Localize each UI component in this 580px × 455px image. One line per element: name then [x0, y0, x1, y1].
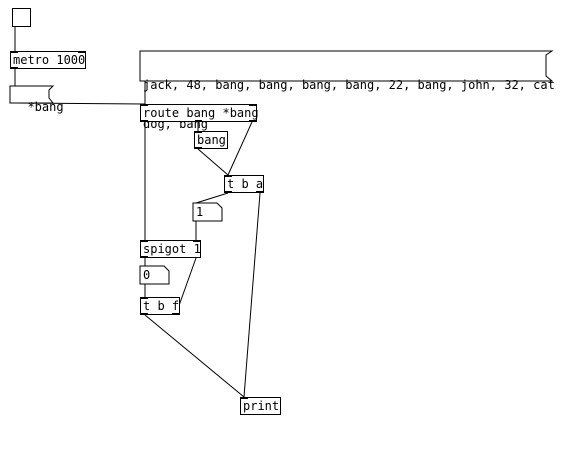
spigot-outlet[interactable]	[141, 256, 148, 258]
trigger-tbf-outlet-left[interactable]	[141, 313, 148, 315]
number-box-bottom[interactable]: 0	[141, 267, 152, 285]
cord-tbf-print	[144, 314, 245, 398]
route-inlet-right[interactable]	[249, 104, 256, 106]
route-outlet-0[interactable]	[141, 120, 148, 122]
bang-message-inlet[interactable]	[195, 131, 202, 133]
cord-tba-print	[243, 192, 261, 398]
trigger-tbf-label: t b f	[143, 299, 180, 313]
toggle[interactable]	[12, 8, 31, 27]
list-message-line1: jack, 48, bang, bang, bang, bang, 22, ba…	[143, 78, 555, 92]
route-label: route bang *bang	[143, 106, 259, 120]
metro-label: metro 1000	[13, 53, 86, 67]
trigger-tba-object[interactable]: t b a	[224, 175, 264, 193]
route-outlet-2[interactable]	[249, 120, 256, 122]
metro-outlet[interactable]	[11, 67, 18, 69]
spigot-inlet-left[interactable]	[141, 240, 148, 242]
bang-message-outlet[interactable]	[195, 147, 202, 149]
print-label: print	[243, 399, 280, 413]
number-box-top[interactable]: 1	[194, 204, 205, 222]
print-inlet[interactable]	[241, 397, 248, 399]
trigger-tba-inlet[interactable]	[225, 175, 232, 177]
trigger-tbf-inlet[interactable]	[141, 297, 148, 299]
spigot-inlet-right[interactable]	[193, 240, 200, 242]
trigger-tba-label: t b a	[227, 177, 264, 191]
starbang-message[interactable]: *bang	[13, 88, 64, 114]
number-box-bottom-value: 0	[143, 268, 151, 282]
number-box-top-value: 1	[196, 205, 204, 219]
metro-inlet-left[interactable]	[11, 51, 18, 53]
cord-bangmsg-tba	[197, 148, 229, 176]
metro-object[interactable]: metro 1000	[10, 51, 86, 69]
bang-message[interactable]: bang	[194, 131, 228, 149]
trigger-tba-outlet-right[interactable]	[256, 191, 263, 193]
starbang-label: *bang	[27, 100, 64, 114]
route-outlet-1[interactable]	[195, 120, 202, 122]
bang-message-label: bang	[197, 133, 226, 147]
trigger-tba-outlet-left[interactable]	[225, 191, 232, 193]
route-inlet-left[interactable]	[141, 104, 148, 106]
route-object[interactable]: route bang *bang	[140, 104, 259, 122]
spigot-object[interactable]: spigot 1	[140, 240, 201, 258]
trigger-tbf-object[interactable]: t b f	[140, 297, 180, 315]
print-object[interactable]: print	[240, 397, 281, 415]
spigot-label: spigot 1	[143, 242, 201, 256]
trigger-tbf-outlet-right[interactable]	[172, 313, 179, 315]
metro-inlet-right[interactable]	[78, 51, 85, 53]
cord-tba-number	[195, 192, 229, 204]
